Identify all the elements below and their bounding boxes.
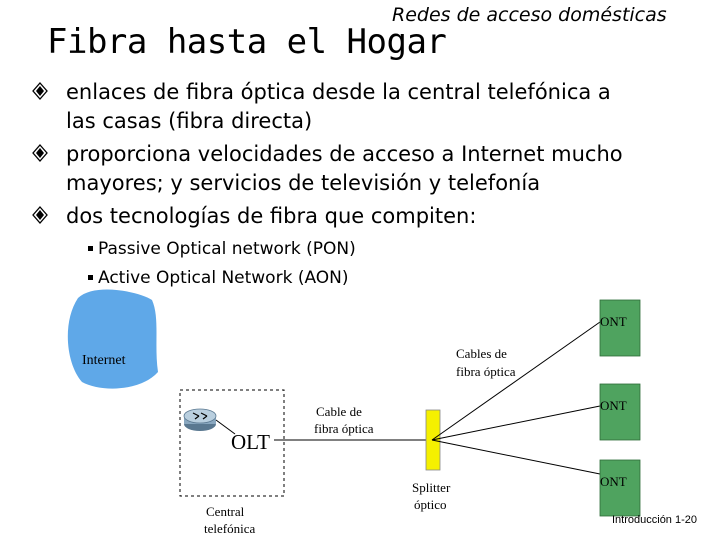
bullet-text: mayores; y servicios de televisión y tel…: [66, 171, 541, 195]
ont-label-1: ONT: [600, 314, 627, 329]
sub-bullet-text: Passive Optical network (PON): [98, 239, 356, 259]
sub-bullet-aon: Active Optical Network (AON): [30, 264, 710, 293]
bullet-text: proporciona velocidades de acceso a Inte…: [66, 142, 623, 166]
ont-label-3: ONT: [600, 474, 627, 489]
ont-label-2: ONT: [600, 398, 627, 413]
header-subtitle: Redes de acceso domésticas: [392, 4, 667, 26]
sub-bullet-pon: Passive Optical network (PON): [30, 235, 710, 264]
cables-label-line2: fibra óptica: [456, 364, 516, 379]
internet-label: Internet: [82, 353, 126, 368]
bullet-text: dos tecnologías de fibra que compiten:: [66, 204, 477, 228]
diamond-bullet-icon: [32, 144, 48, 162]
bullet-item-2: proporciona velocidades de acceso a Inte…: [30, 140, 710, 198]
sub-bullet-text: Active Optical Network (AON): [98, 268, 349, 288]
ont-box-2: [599, 383, 641, 441]
bullet-item-3: dos tecnologías de fibra que compiten:: [30, 202, 710, 231]
olt-label: OLT: [231, 430, 270, 454]
splitter-label-line1: Splitter: [412, 480, 451, 495]
router-icon: [183, 408, 217, 431]
central-office-box: [179, 389, 285, 497]
fiber-cable-to-ont-2: [431, 405, 601, 441]
page-reference: Introducción 1-20: [612, 514, 697, 526]
central-label-line2: telefónica: [204, 521, 255, 536]
fiber-cable-to-ont-3: [431, 439, 601, 475]
diamond-bullet-icon: [32, 206, 48, 224]
square-bullet-icon: [88, 246, 93, 251]
fiber-cable-to-ont-1: [431, 321, 601, 441]
cables-label-line1: Cables de: [456, 346, 507, 361]
ont-box-3: [599, 459, 641, 517]
cable-label-line2: fibra óptica: [314, 421, 374, 436]
splitter-label-line2: óptico: [414, 497, 447, 512]
page-title: Fibra hasta el Hogar: [47, 22, 447, 62]
bullet-text: las casas (fibra directa): [66, 109, 313, 133]
internet-cloud: [67, 289, 158, 389]
ont-box-1: [599, 299, 641, 357]
square-bullet-icon: [88, 275, 93, 280]
cable-label-line1: Cable de: [316, 404, 362, 419]
bullet-item-1: enlaces de fibra óptica desde la central…: [30, 78, 710, 136]
bullet-list: enlaces de fibra óptica desde la central…: [30, 78, 710, 293]
central-label-line1: Central: [206, 504, 245, 519]
bullet-text: enlaces de fibra óptica desde la central…: [66, 80, 611, 104]
diamond-bullet-icon: [32, 82, 48, 100]
